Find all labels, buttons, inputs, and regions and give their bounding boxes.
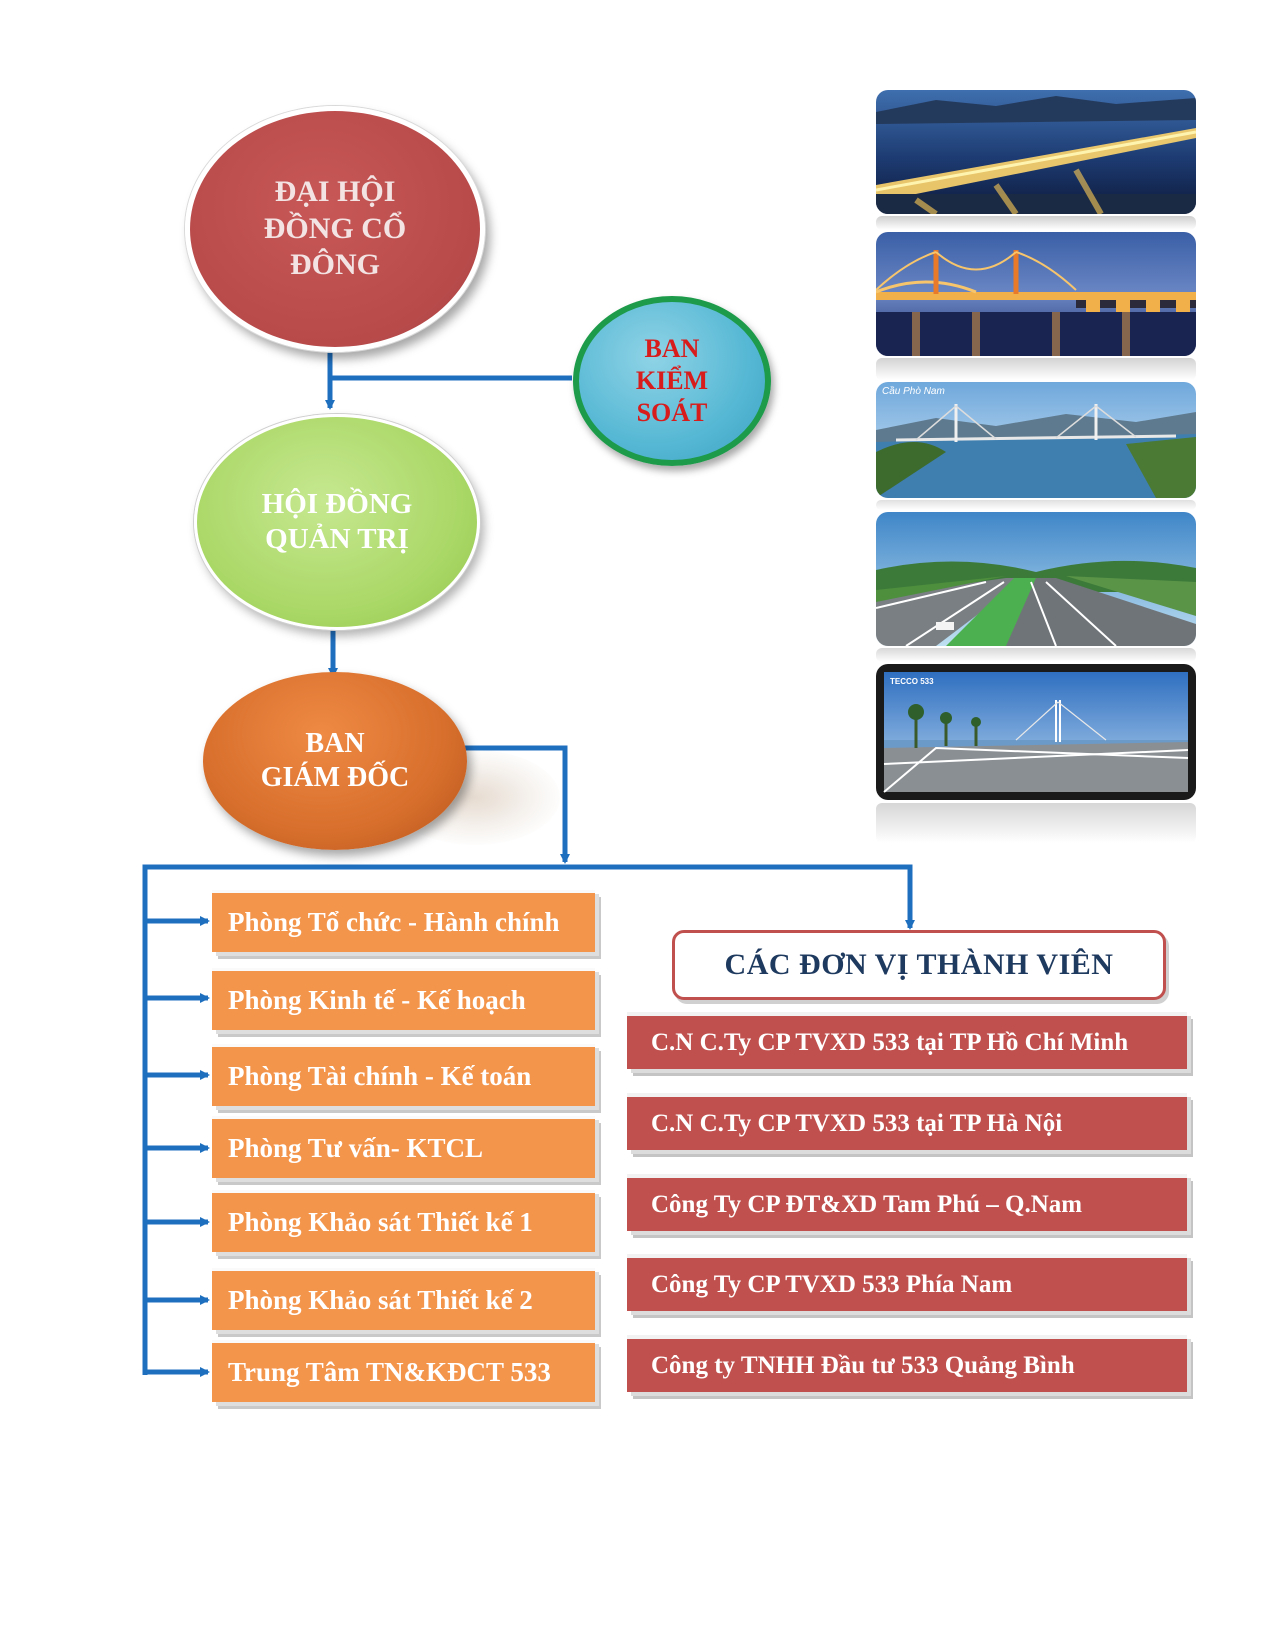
department-box: Phòng Khảo sát Thiết kế 1: [212, 1190, 595, 1252]
member-units-title-text: CÁC ĐƠN VỊ THÀNH VIÊN: [724, 948, 1114, 981]
management-label: BAN GIÁM ĐỐC: [260, 727, 410, 793]
department-box: Phòng Tổ chức - Hành chính: [212, 890, 595, 952]
member-unit-label: Công Ty CP TVXD 533 Phía Nam: [651, 1270, 1013, 1298]
department-box: Phòng Tư vấn- KTCL: [212, 1116, 595, 1178]
cau-pho-nam-photo: Cầu Phò Nam: [876, 382, 1196, 498]
member-unit-label: Công ty TNHH Đầu tư 533 Quảng Bình: [651, 1351, 1075, 1379]
department-label: Phòng Khảo sát Thiết kế 1: [228, 1207, 533, 1237]
photo-reflection: [876, 500, 1196, 510]
department-label: Phòng Khảo sát Thiết kế 2: [228, 1285, 533, 1315]
department-label: Phòng Tư vấn- KTCL: [228, 1133, 484, 1163]
department-box: Phòng Kinh tế - Kế hoạch: [212, 968, 595, 1030]
member-units-title: CÁC ĐƠN VỊ THÀNH VIÊN: [672, 930, 1166, 1000]
member-unit-label: C.N C.Ty CP TVXD 533 tại TP Hồ Chí Minh: [651, 1028, 1129, 1056]
bridge-night-photo-2: [876, 232, 1196, 356]
department-label: Phòng Tổ chức - Hành chính: [228, 907, 560, 937]
member-unit-box: Công ty TNHH Đầu tư 533 Quảng Bình: [627, 1335, 1187, 1392]
department-box: Phòng Khảo sát Thiết kế 2: [212, 1268, 595, 1330]
general-meeting-node: ĐẠI HỘI ĐỒNG CỔ ĐÔNG: [185, 106, 485, 352]
department-box: Phòng Tài chính - Kế toán: [212, 1044, 595, 1106]
connector-bgd-to-bus: [465, 745, 570, 864]
department-label: Phòng Kinh tế - Kế hoạch: [228, 985, 526, 1015]
member-unit-label: Công Ty CP ĐT&XD Tam Phú – Q.Nam: [651, 1190, 1083, 1218]
photo-reflection: [876, 648, 1196, 662]
board-of-directors-node: HỘI ĐỒNG QUẢN TRỊ: [194, 414, 480, 630]
member-unit-label: C.N C.Ty CP TVXD 533 tại TP Hà Nội: [651, 1109, 1063, 1137]
general-meeting-label: ĐẠI HỘI ĐỒNG CỔ ĐÔNG: [263, 175, 407, 282]
member-unit-box: C.N C.Ty CP TVXD 533 tại TP Hà Nội: [627, 1093, 1187, 1150]
department-box: Trung Tâm TN&KĐCT 533: [212, 1340, 595, 1402]
photo-reflection: [876, 358, 1196, 380]
supervisory-board-label: BAN KIỂM SOÁT: [635, 334, 709, 427]
photo-caption: Cầu Phò Nam: [882, 385, 945, 397]
member-unit-box: Công Ty CP ĐT&XD Tam Phú – Q.Nam: [627, 1174, 1187, 1231]
supervisory-board-node: BAN KIỂM SOÁT: [573, 296, 771, 466]
connector-bus: [142, 864, 915, 1375]
management-node: BAN GIÁM ĐỐC: [203, 672, 467, 850]
photo-reflection: [876, 803, 1196, 843]
board-of-directors-label: HỘI ĐỒNG QUẢN TRỊ: [261, 487, 413, 555]
photo-caption: TECCO 533: [890, 677, 934, 686]
member-unit-box: C.N C.Ty CP TVXD 533 tại TP Hồ Chí Minh: [627, 1012, 1187, 1069]
department-label: Phòng Tài chính - Kế toán: [228, 1061, 532, 1091]
department-label: Trung Tâm TN&KĐCT 533: [228, 1357, 551, 1387]
bridge-night-photo-1: [876, 90, 1196, 214]
photo-reflection: [876, 216, 1196, 230]
highway-photo: [876, 512, 1196, 646]
member-unit-box: Công Ty CP TVXD 533 Phía Nam: [627, 1254, 1187, 1311]
tecco-533-photo: TECCO 533: [876, 664, 1196, 800]
